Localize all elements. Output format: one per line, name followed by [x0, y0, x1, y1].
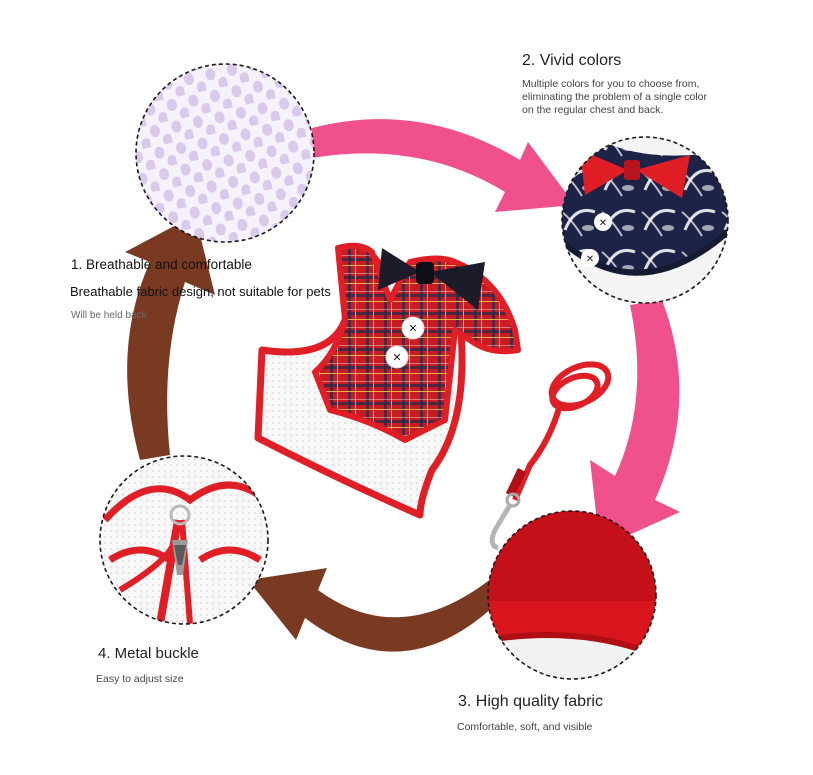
metal-buckle-detail-image	[99, 455, 269, 625]
red-leash-image	[489, 361, 612, 551]
red-fabric-detail-image	[487, 510, 657, 680]
feature-3-description: Comfortable, soft, and visible	[457, 721, 593, 733]
brown-arrow-left	[125, 215, 215, 460]
black-bow-tie	[378, 248, 485, 310]
svg-text:✕: ✕	[586, 254, 594, 265]
svg-text:✕: ✕	[599, 218, 607, 229]
feature-2-title: 2. Vivid colors	[522, 52, 622, 69]
red-bow	[580, 150, 690, 198]
harness-vest-image: ✕ ✕	[254, 242, 521, 519]
feature-2-description-line-2: eliminating the problem of a single colo…	[522, 91, 708, 103]
feature-1-title: 1. Breathable and comfortable	[71, 257, 252, 272]
svg-text:✕: ✕	[392, 351, 401, 364]
feature-3-title: 3. High quality fabric	[458, 693, 603, 710]
feature-1-note: Will be held back	[71, 310, 147, 321]
navy-harness-detail-image: ✕ ✕	[561, 136, 729, 304]
brown-arrow-bottom	[248, 568, 492, 652]
svg-text:✕: ✕	[408, 322, 417, 335]
feature-2-description-line-1: Multiple colors for you to choose from,	[522, 78, 700, 90]
pink-arrow-right	[590, 300, 680, 548]
feature-4-title: 4. Metal buckle	[98, 645, 199, 662]
feature-4-description: Easy to adjust size	[96, 673, 184, 685]
vest-buttons: ✕ ✕	[385, 316, 425, 369]
pink-arrow-top	[312, 119, 575, 212]
feature-1-description: Breathable fabric design, not suitable f…	[70, 284, 331, 299]
feature-2-description-line-3: on the regular chest and back.	[522, 104, 664, 116]
mesh-detail-image	[135, 63, 315, 243]
